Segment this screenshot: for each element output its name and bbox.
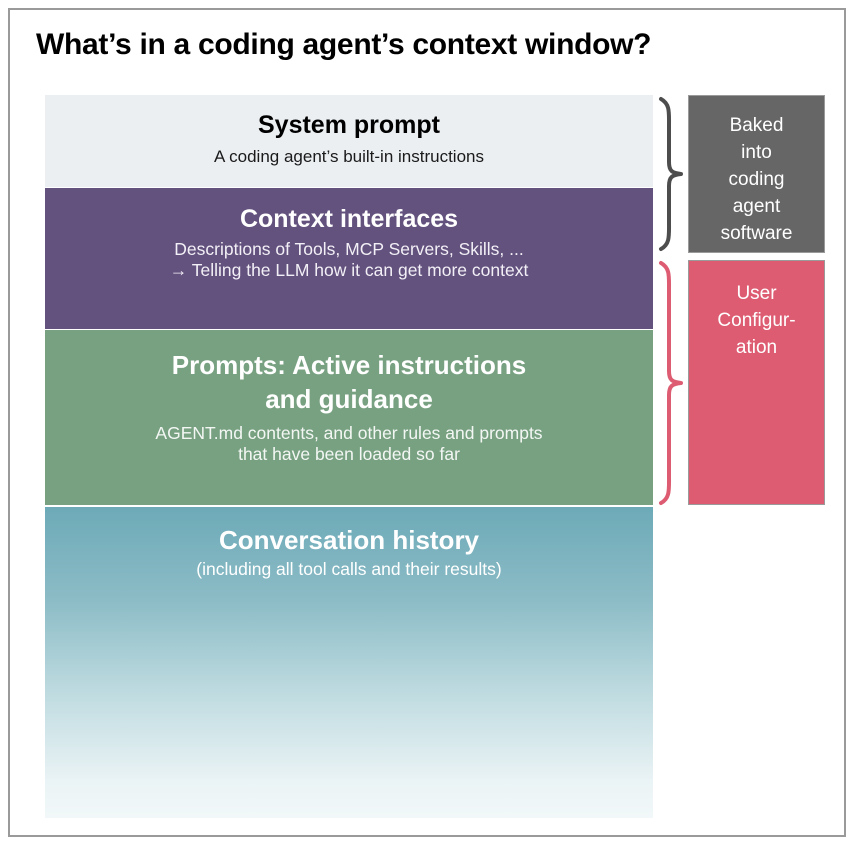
page-title: What’s in a coding agent’s context windo… [36, 28, 652, 61]
layer-prompts-subtitle-line2: that have been loaded so far [238, 444, 460, 465]
layer-context-interfaces: Context interfaces Descriptions of Tools… [45, 188, 653, 329]
annotation-box-user-configuration: User Configur- ation [688, 260, 825, 505]
layer-conversation-history-subtitle: (including all tool calls and their resu… [196, 558, 502, 579]
annotation-baked-line-1: Baked [729, 115, 784, 136]
layer-system-prompt-subtitle: A coding agent’s built-in instructions [214, 146, 484, 166]
diagram-frame: What’s in a coding agent’s context windo… [8, 8, 846, 837]
layer-context-interfaces-subtitle-line1: Descriptions of Tools, MCP Servers, Skil… [174, 238, 524, 259]
annotation-baked-line-5: software [720, 222, 793, 244]
annotation-user-config-line-2: Configur- [717, 309, 796, 331]
layer-context-interfaces-subtitle-line2: → Telling the LLM how it can get more co… [169, 260, 529, 281]
annotation-baked-line-4: agent [732, 195, 781, 217]
layer-system-prompt: System prompt A coding agent’s built-in … [45, 95, 653, 187]
annotation-user-config-line-3: ation [735, 336, 778, 358]
layer-context-interfaces-title: Context interfaces [239, 205, 459, 233]
annotation-box-baked-into-software: Baked into coding agent software [688, 95, 825, 253]
layer-prompts-title-line2: and guidance [265, 383, 433, 414]
layer-prompts-subtitle-line1: AGENT.md contents, and other rules and p… [155, 422, 543, 443]
annotation-baked-line-2: into [741, 141, 772, 163]
annotation-baked-line-3: coding [728, 168, 785, 190]
layer-conversation-history-title: Conversation history [218, 525, 480, 555]
layer-system-prompt-title: System prompt [258, 111, 440, 139]
layer-prompts-title-line1: Prompts: Active instructions [171, 350, 527, 380]
layer-prompts: Prompts: Active instructions and guidanc… [45, 330, 653, 505]
curly-brace-icon-user-config [655, 260, 689, 506]
annotation-user-config-line-1: User [736, 283, 777, 304]
layer-conversation-history: Conversation history (including all tool… [45, 507, 653, 818]
curly-brace-icon-baked [655, 96, 689, 252]
